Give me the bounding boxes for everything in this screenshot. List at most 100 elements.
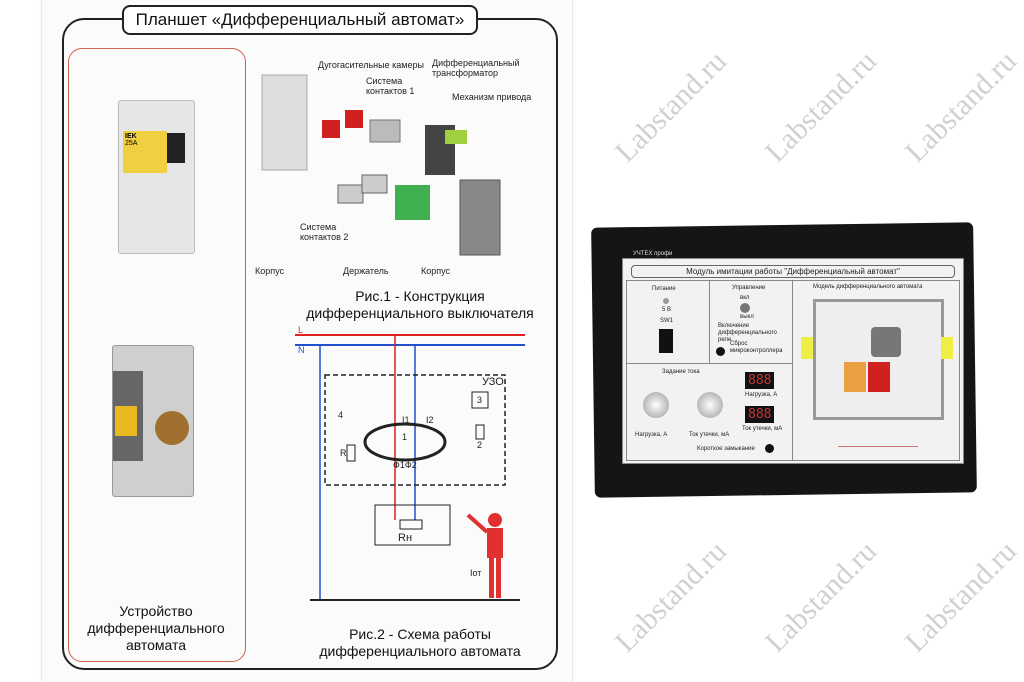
contact-system-2 (361, 174, 388, 194)
power-section: Питание 5 В SW1 (626, 280, 710, 364)
caption-line: автомата (125, 637, 187, 653)
power-switch[interactable] (659, 329, 673, 353)
arc-chamber (322, 120, 340, 138)
coil-model (844, 362, 866, 392)
device-panel (68, 48, 246, 662)
power-title: Питание (652, 286, 676, 292)
caption-line: Рис.1 - Конструкция (355, 288, 485, 304)
caption-line: Устройство (119, 603, 193, 619)
watermark: Labstand.ru (758, 534, 883, 659)
enable-label: Включение дифференциального реле (718, 323, 777, 343)
label-1: 1 (402, 432, 408, 442)
leakage-knob[interactable] (697, 392, 723, 418)
current-title: Задание тока (662, 369, 700, 375)
watermark: Labstand.ru (758, 44, 883, 169)
label-I1: I1 (402, 415, 410, 425)
label-diff-transformer: Дифференциальный трансформатор (432, 58, 520, 78)
label-3: 3 (477, 395, 483, 405)
label-phi: Ф1Ф2 (393, 460, 417, 470)
leakage-knob-label: Ток утечки, мА (689, 432, 730, 438)
leakage-display-label: Ток утечки, мА (742, 426, 783, 432)
coil-2 (475, 424, 485, 440)
housing-part (261, 74, 308, 171)
reset-label: Сброс микроконтроллера (730, 341, 783, 354)
control-title: Управление (732, 285, 766, 291)
voltage-label: 5 В (662, 307, 672, 313)
label-holder: Держатель (343, 266, 389, 276)
module-brand: УЧТЕХ профи (633, 251, 673, 257)
short-circuit-button[interactable] (765, 444, 774, 453)
diff-relay-toggle[interactable] (740, 303, 750, 313)
power-led (663, 298, 669, 304)
reset-button[interactable] (716, 347, 725, 356)
terminal-right (941, 337, 953, 359)
short-circuit-label: Короткое замыкание (697, 446, 755, 452)
toggle-on-label: вкл (740, 295, 750, 301)
control-section: Управление вкл выкл Включение дифференци… (709, 280, 793, 364)
load-knob[interactable] (643, 392, 669, 418)
module-panel: УЧТЕХ профи Модуль имитации работы "Дифф… (622, 251, 964, 464)
breaker-model (801, 299, 953, 420)
breaker-coil (155, 411, 189, 445)
load-display: 888 (745, 372, 775, 389)
board-model (868, 362, 890, 392)
load-box (374, 504, 451, 546)
fig2-circuit (295, 334, 525, 601)
label-N: N (298, 345, 305, 355)
label-Iot: Iот (470, 568, 482, 578)
fig1-exploded-view (261, 74, 501, 256)
watermark: Labstand.ru (608, 44, 733, 169)
drive-lever (445, 130, 467, 144)
label-R: R (340, 448, 347, 458)
contact-system-2 (337, 184, 364, 204)
toroid (363, 422, 447, 462)
label-2: 2 (477, 440, 483, 450)
switch-label: SW1 (660, 318, 674, 324)
breaker-toggle (167, 133, 185, 163)
leakage-display: 888 (745, 406, 775, 423)
fig1-caption: Рис.1 - Конструкция дифференциального вы… (280, 288, 560, 322)
label-housing: Корпус (421, 266, 451, 276)
holder (395, 185, 430, 220)
model-section: Модель дифференциального автомата (792, 280, 960, 461)
caption-line: дифференциального (87, 620, 225, 636)
rating-text: 25A (125, 140, 138, 147)
label-Rn: Rн (398, 532, 413, 544)
terminal-left (801, 337, 813, 359)
person-icon (466, 513, 503, 598)
watermark: Labstand.ru (608, 534, 733, 659)
toggle-off-label: выкл (740, 314, 754, 320)
label-arc-chambers: Дугогасительные камеры (318, 60, 424, 70)
caption-line: Рис.2 - Схема работы (349, 626, 491, 642)
label-housing: Корпус (255, 266, 285, 276)
model-title: Модель дифференциального автомата (813, 284, 923, 290)
relay-3 (471, 391, 489, 409)
contact-system-1 (369, 119, 401, 143)
label-uzo: УЗО (482, 376, 504, 388)
label-I2: I2 (426, 415, 434, 425)
breaker-lever (115, 406, 137, 436)
rcd-box (324, 374, 506, 486)
load-knob-label: Нагрузка, А (635, 432, 668, 438)
open-breaker-photo (112, 345, 194, 497)
device-caption: Устройство дифференциального автомата (70, 603, 242, 654)
transformer-model (871, 327, 901, 357)
watermark: Labstand.ru (898, 44, 1023, 169)
label-L: L (298, 325, 304, 335)
current-section: Задание тока Нагрузка, А Ток утечки, мА … (626, 363, 793, 461)
label-drive-mechanism: Механизм привода (452, 92, 532, 102)
module-title: Модуль имитации работы "Дифференциальный… (631, 265, 955, 278)
caption-line: дифференциального автомата (319, 643, 521, 659)
load-resistor (399, 519, 423, 530)
label-4: 4 (338, 410, 344, 420)
poster-title: Планшет «Дифференциальный автомат» (122, 5, 478, 35)
fig2-caption: Рис.2 - Схема работы дифференциального а… (290, 626, 550, 660)
resistor-R (346, 444, 356, 462)
label-contact-system-1: Система контактов 1 (366, 76, 415, 96)
housing-part (459, 179, 501, 256)
led-row (838, 426, 918, 447)
caption-line: дифференциального выключателя (306, 305, 534, 321)
watermark: Labstand.ru (898, 534, 1023, 659)
